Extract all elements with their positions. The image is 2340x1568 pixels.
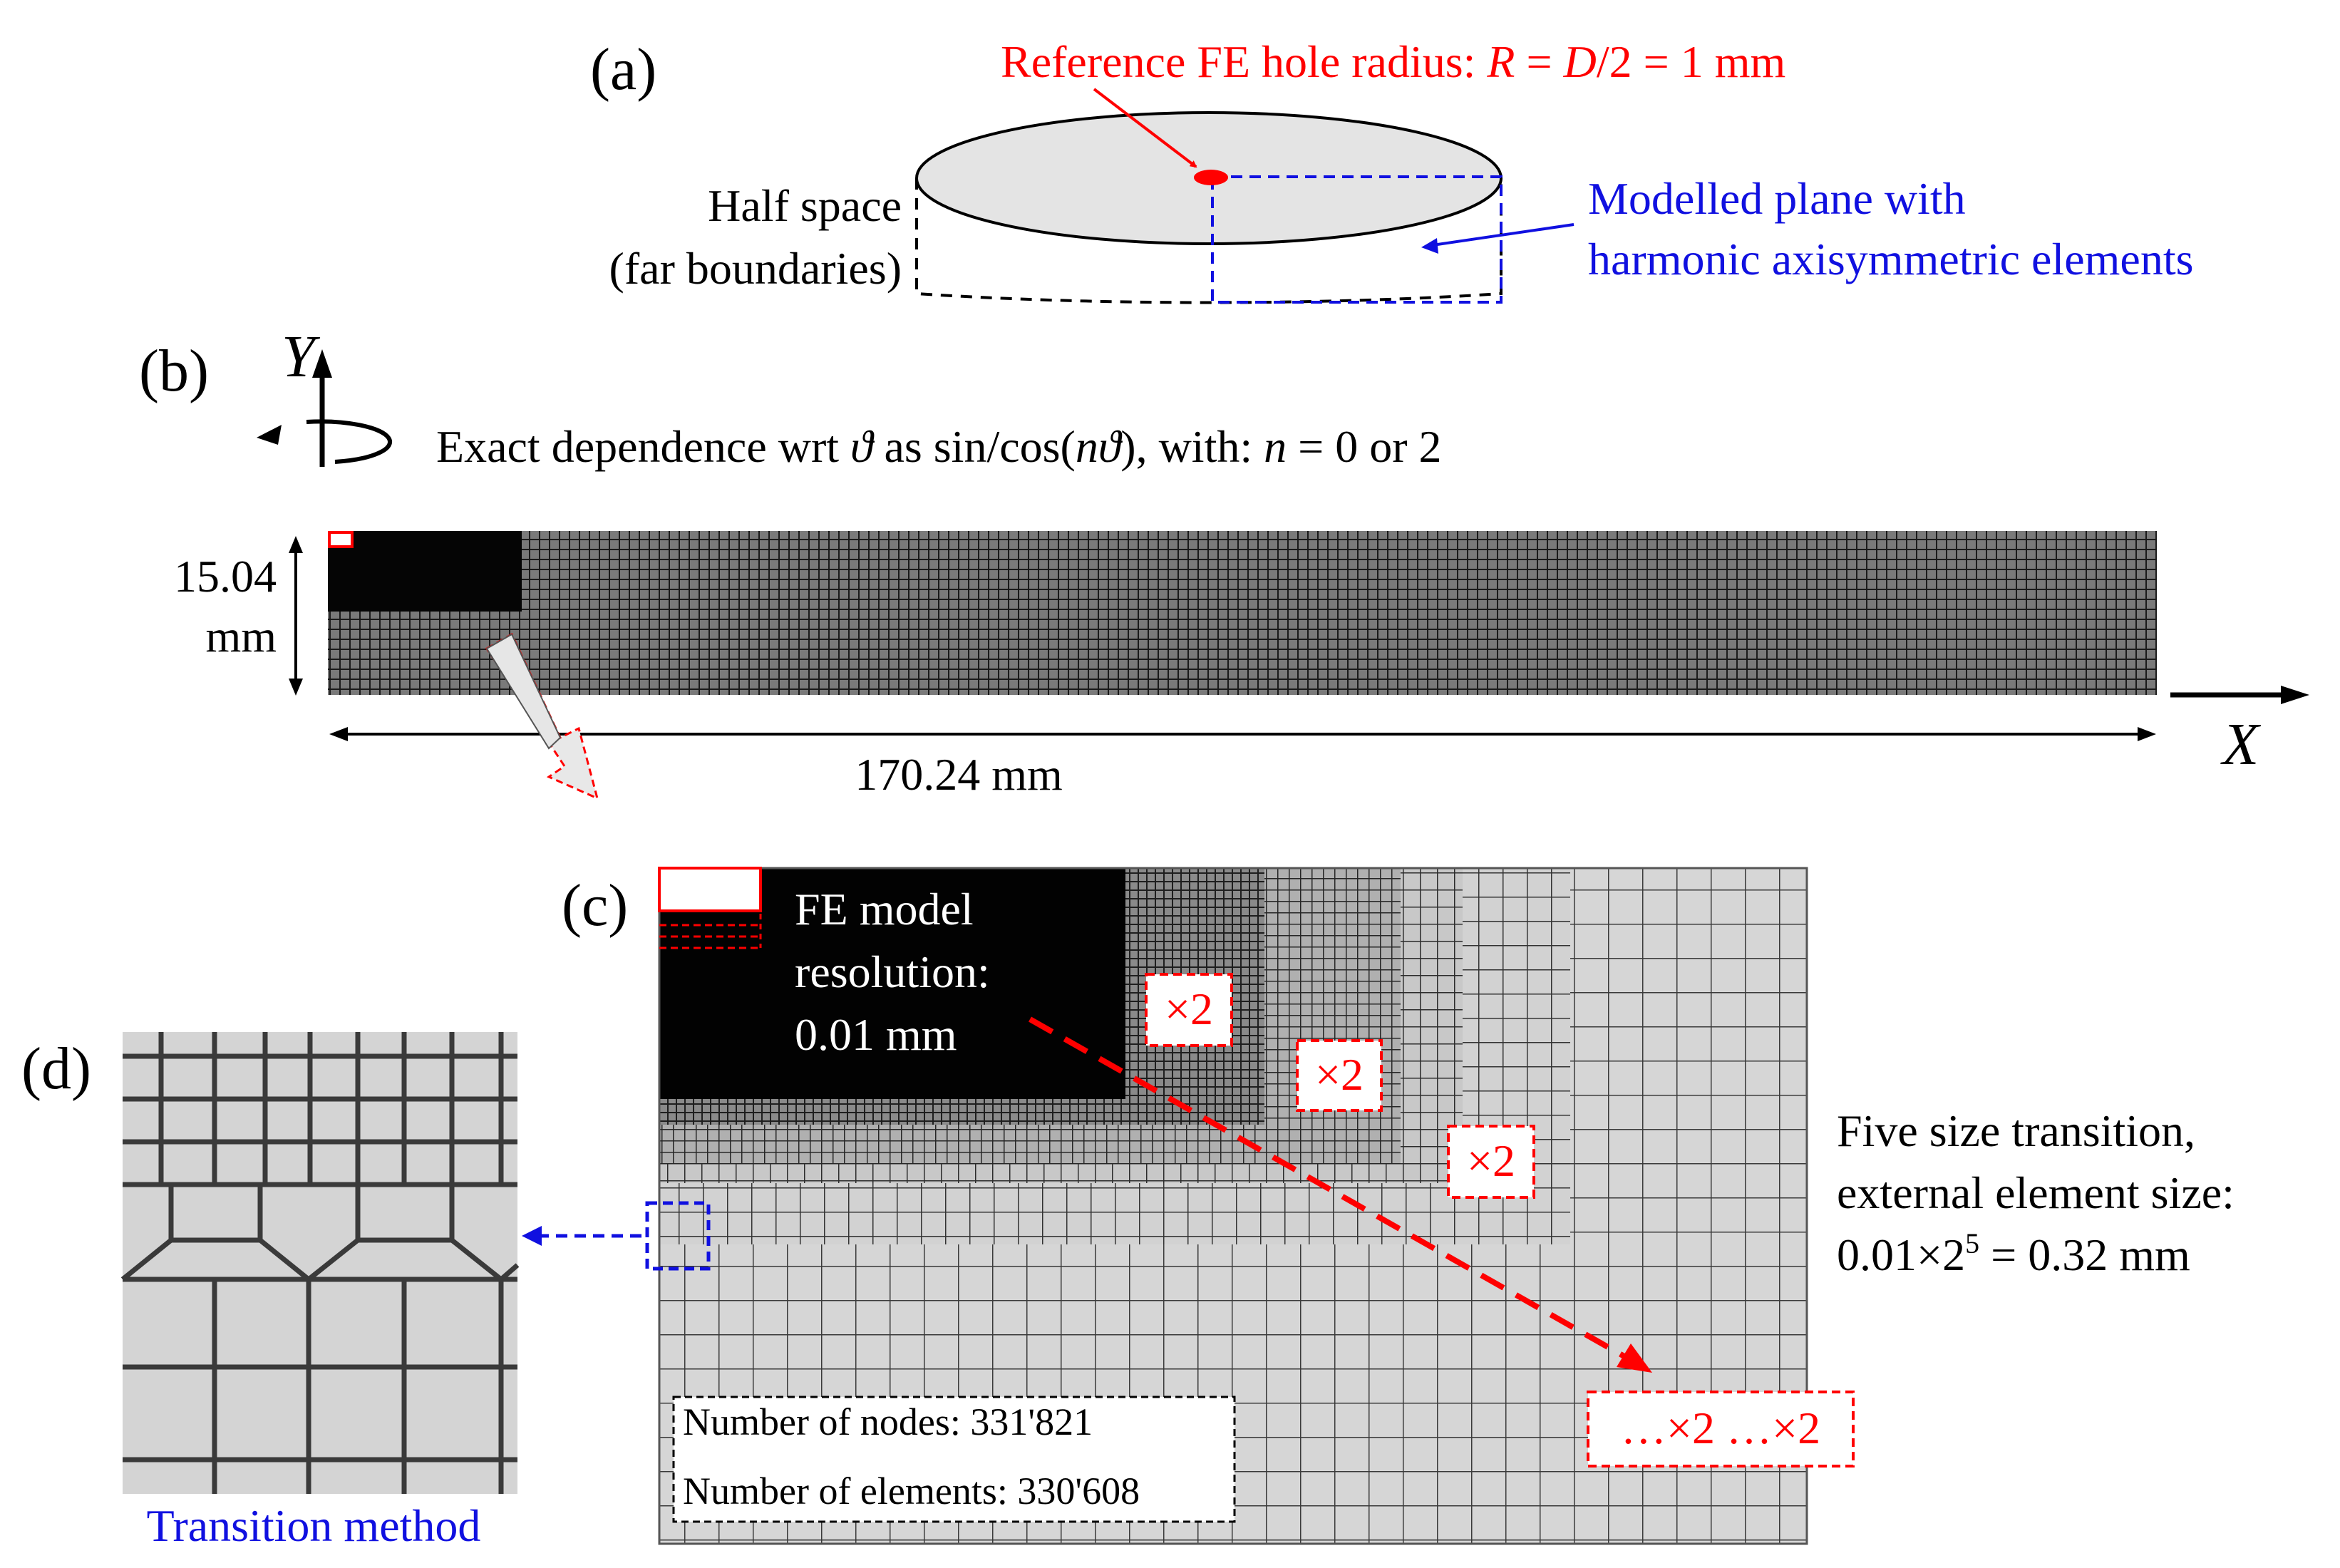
- height-dimension-arrows: [289, 536, 303, 696]
- strip-hole-marker: [328, 531, 354, 548]
- modelled-plane-line1: Modelled plane with: [1588, 173, 1966, 224]
- panel-c: (c) FE model resolution: 0.01 mm ×2: [522, 867, 2235, 1545]
- y-axis-label: Y: [282, 324, 321, 390]
- hole-marker: [1194, 170, 1228, 185]
- mesh-strip-refined-zone: [328, 531, 522, 612]
- modelled-plane-pointer-head: [1421, 238, 1438, 254]
- nodes-count: Number of nodes: 331'821: [683, 1401, 1093, 1443]
- half-space-cylinder: [915, 111, 1503, 304]
- half-space-line1: Half space: [708, 180, 902, 231]
- x2-box-final: …×2 …×2: [1587, 1391, 1855, 1468]
- panel-d-label: (d): [21, 1036, 91, 1102]
- height-value: 15.04: [174, 551, 277, 602]
- resolution-line1: FE model: [795, 884, 974, 934]
- x2-label-3: ×2: [1467, 1135, 1515, 1186]
- transition-detail-mesh: [120, 1032, 520, 1494]
- refinement-direction-arrowhead: [1617, 1343, 1652, 1373]
- x2-label-1: ×2: [1165, 984, 1213, 1034]
- hole-pointer-arrow: [1093, 88, 1197, 168]
- panel-b: (b) Y Exact dependence wrt ϑ as sin/cos(…: [139, 324, 2309, 800]
- x2-box-2: ×2: [1296, 1039, 1383, 1112]
- rotation-arc: [306, 419, 393, 464]
- hole-radius-label: Reference FE hole radius: R = D/2 = 1 mm: [1001, 36, 1785, 87]
- panel-d: (d) Transition method: [21, 1032, 520, 1551]
- panel-a-label: (a): [590, 36, 656, 103]
- transition-line1: Five size transition,: [1837, 1105, 2195, 1156]
- x2-box-3: ×2: [1447, 1125, 1535, 1199]
- detail-mesh-lines: [120, 1032, 520, 1494]
- zoom-arrow-body: [485, 633, 562, 750]
- panel-c-label: (c): [562, 872, 628, 939]
- mesh-border: [658, 867, 1808, 1545]
- height-unit: mm: [205, 611, 277, 661]
- panel-b-label: (b): [139, 338, 209, 404]
- mesh-stats-box: Number of nodes: 331'821 Number of eleme…: [672, 1396, 1236, 1523]
- cylinder-sides: [915, 178, 1503, 304]
- x2-label-final: …×2 …×2: [1621, 1403, 1820, 1453]
- resolution-line2: resolution:: [795, 947, 990, 997]
- x-axis-label: X: [2220, 711, 2262, 778]
- y-axis-arrowhead: [312, 349, 332, 378]
- rotation-arrowhead: [257, 425, 282, 445]
- x2-box-1: ×2: [1145, 973, 1233, 1047]
- x2-label-2: ×2: [1315, 1049, 1364, 1100]
- transition-line3: 0.01×25 = 0.32 mm: [1837, 1227, 2190, 1280]
- dependence-label: Exact dependence wrt ϑ as sin/cos(nϑ), w…: [436, 421, 1442, 472]
- mesh-strip-coarse: [328, 531, 2157, 695]
- hole-refinement-lines: [659, 924, 761, 949]
- resolution-line3: 0.01 mm: [795, 1009, 957, 1060]
- transition-line2: external element size:: [1837, 1167, 2235, 1218]
- elements-count: Number of elements: 330'608: [683, 1470, 1140, 1512]
- transition-method-caption: Transition method: [147, 1500, 481, 1551]
- modelled-plane-box: [1211, 175, 1503, 304]
- half-space-line2: (far boundaries): [609, 243, 902, 294]
- transition-detail-arrowhead: [522, 1226, 542, 1246]
- width-label: 170.24 mm: [855, 749, 1063, 800]
- modelled-plane-pointer: [1427, 223, 1574, 247]
- mesh-strip: [328, 531, 2157, 695]
- x-axis-arrowhead: [2281, 686, 2309, 704]
- panel-a: (a) Reference FE hole radius: R = D/2 = …: [590, 36, 2194, 304]
- mesh-hole-marker: [658, 867, 762, 912]
- refinement-direction-arrow: [1029, 1016, 1641, 1368]
- modelled-plane-line2: harmonic axisymmetric elements: [1588, 234, 2194, 284]
- transition-detail-marker: [645, 1201, 711, 1271]
